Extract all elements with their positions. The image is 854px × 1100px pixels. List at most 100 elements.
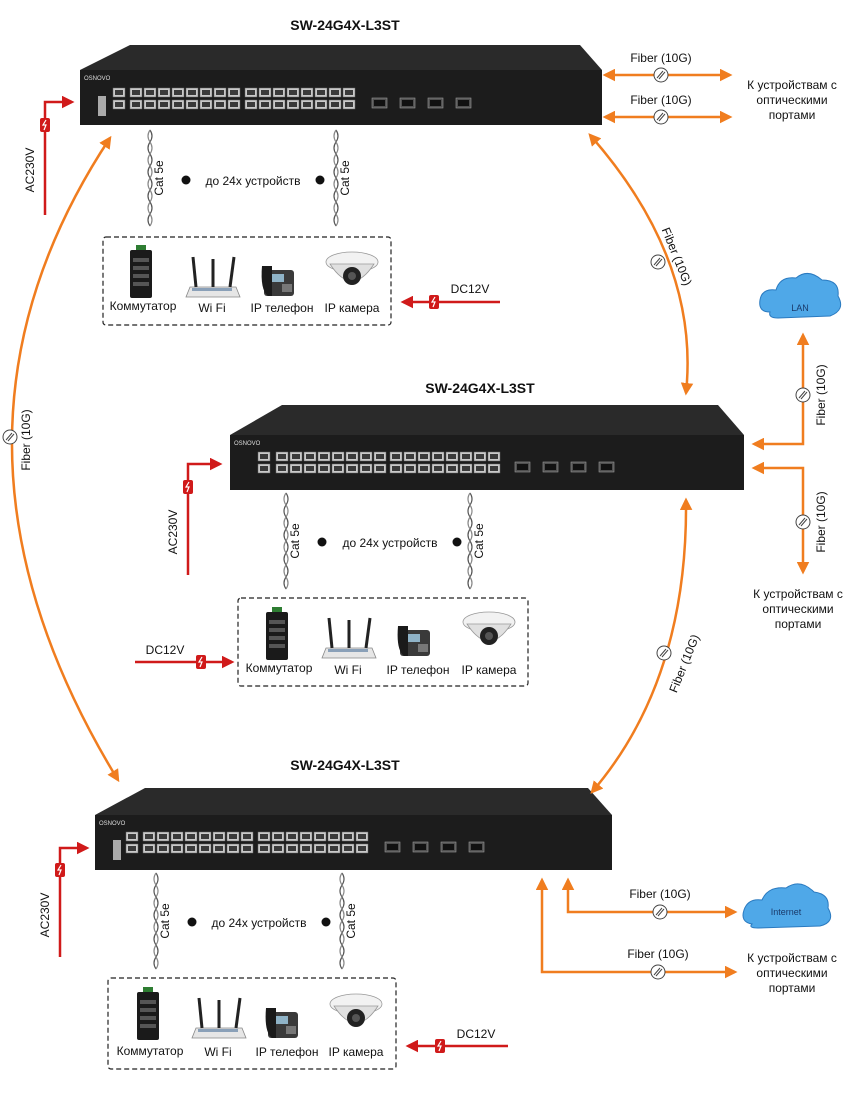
optical-devices-label-line2: оптическими — [762, 602, 833, 616]
power-icon — [195, 654, 207, 670]
switch-device-icon — [137, 987, 159, 1040]
lan-label: LAN — [791, 303, 809, 313]
devices-count-label: до 24х устройств — [343, 536, 438, 550]
device-label-phone: IP телефон — [387, 663, 450, 677]
device-label-camera: IP камера — [325, 301, 380, 315]
fiber-connector-icon — [650, 254, 666, 270]
switch-2: SW-24G4X-L3ST OSNOVO — [230, 380, 744, 490]
wifi-router-icon — [320, 616, 378, 660]
fiber-connector-icon — [653, 109, 669, 125]
fiber-label: Fiber (10G) — [627, 947, 688, 961]
ac-power-1: AC230V — [23, 95, 75, 215]
optical-devices-label-line2: оптическими — [756, 966, 827, 980]
device-label-switch: Коммутатор — [246, 661, 313, 675]
device-box-1: Коммутатор Wi Fi IP телефон IP камера — [102, 236, 392, 326]
ip-camera-icon — [325, 251, 379, 286]
dc-power-3: DC12V — [405, 1027, 508, 1054]
device-label-wifi: Wi Fi — [198, 301, 225, 315]
power-icon — [39, 117, 51, 133]
fiber-connector-icon — [795, 514, 811, 530]
cat-cables-3: Cat 5e Cat 5e до 24х устройств — [153, 872, 358, 970]
device-box-2: Коммутатор Wi Fi IP телефон IP камера — [237, 597, 529, 687]
cat-label: Cat 5e — [158, 903, 172, 939]
switch-3-body — [95, 815, 612, 870]
fiber-label-1-2: Fiber (10G) — [659, 225, 695, 287]
switch-3: SW-24G4X-L3ST OSNOVO — [95, 757, 612, 870]
device-label-wifi: Wi Fi — [334, 663, 361, 677]
cat-label: Cat 5e — [288, 523, 302, 559]
switch-3-usb — [113, 840, 121, 860]
optical-devices-label-line2: оптическими — [756, 93, 827, 107]
switch-1-usb — [98, 96, 106, 116]
fiber-label-2-3: Fiber (10G) — [666, 632, 702, 694]
power-icon — [54, 862, 66, 878]
wifi-router-icon — [190, 996, 248, 1040]
device-label-phone: IP телефон — [251, 301, 314, 315]
ac-power-3: AC230V — [38, 841, 90, 957]
switch-1-optical-links: Fiber (10G) Fiber (10G) К устройствам с … — [602, 51, 837, 125]
device-label-switch: Коммутатор — [110, 299, 177, 313]
device-label-camera: IP камера — [329, 1045, 384, 1059]
devices-count-label: до 24х устройств — [212, 916, 307, 930]
fiber-connector-icon — [2, 429, 18, 445]
switch-device-icon — [266, 607, 288, 660]
devices-count-label: до 24х устройств — [206, 174, 301, 188]
fiber-label: Fiber (10G) — [630, 93, 691, 107]
device-box-3: Коммутатор Wi Fi IP телефон IP камера — [107, 977, 397, 1070]
ac-power-2: AC230V — [166, 457, 223, 575]
switch-1-body — [80, 70, 602, 125]
device-label-wifi: Wi Fi — [204, 1045, 231, 1059]
optical-devices-label-line3: портами — [769, 981, 816, 995]
switch-1: SW-24G4X-L3ST OSNOVO — [80, 17, 602, 125]
switch-2-body — [230, 435, 744, 490]
fiber-link-1-2: Fiber (10G) — [588, 133, 695, 396]
switch-2-brand: OSNOVO — [234, 441, 261, 447]
fiber-connector-icon — [652, 904, 668, 920]
device-label-phone: IP телефон — [256, 1045, 319, 1059]
switch-2-title: SW-24G4X-L3ST — [425, 380, 535, 396]
ip-phone-icon — [265, 1008, 298, 1038]
optical-devices-label-line1: К устройствам с — [747, 78, 837, 92]
switch-2-optical-links: Fiber (10G) Fiber (10G) К устройствам с … — [751, 332, 843, 631]
power-icon — [428, 294, 440, 310]
switch-3-title: SW-24G4X-L3ST — [290, 757, 400, 773]
optical-devices-label-line3: портами — [775, 617, 822, 631]
fiber-label: Fiber (10G) — [630, 51, 691, 65]
fiber-connector-icon — [653, 67, 669, 83]
fiber-label: Fiber (10G) — [814, 491, 828, 552]
optical-devices-label-line3: портами — [769, 108, 816, 122]
lan-cloud-icon: LAN — [759, 273, 842, 319]
fiber-link-2-3: Fiber (10G) — [590, 497, 702, 794]
optical-devices-label-line1: К устройствам с — [753, 587, 843, 601]
ac-label: AC230V — [166, 510, 180, 555]
cat-cables-1: Cat 5e Cat 5e до 24х устройств — [147, 129, 352, 227]
fiber-label: Fiber (10G) — [814, 364, 828, 425]
dc-label: DC12V — [451, 282, 490, 296]
cat-cables-2: Cat 5e Cat 5e до 24х устройств — [283, 492, 486, 590]
fiber-link-1-3: Fiber (10G) — [2, 135, 120, 783]
power-icon — [434, 1038, 446, 1054]
switch-1-brand: OSNOVO — [84, 76, 111, 82]
cat-label: Cat 5e — [472, 523, 486, 559]
dc-label: DC12V — [457, 1027, 496, 1041]
fiber-label: Fiber (10G) — [629, 887, 690, 901]
cat-label: Cat 5e — [152, 160, 166, 196]
fiber-connector-icon — [650, 964, 666, 980]
fiber-label-1-3: Fiber (10G) — [19, 409, 33, 470]
ac-label: AC230V — [23, 148, 37, 193]
fiber-connector-icon — [795, 387, 811, 403]
switch-3-optical-links: Fiber (10G) Fiber (10G) К устройствам с … — [535, 877, 837, 995]
internet-cloud-icon: Internet — [742, 883, 832, 929]
ip-phone-icon — [261, 266, 294, 296]
fiber-connector-icon — [656, 645, 672, 661]
internet-label: Internet — [771, 907, 802, 917]
ip-camera-icon — [462, 611, 516, 646]
ip-phone-icon — [397, 626, 430, 656]
cat-label: Cat 5e — [344, 903, 358, 939]
dc-label: DC12V — [146, 643, 185, 657]
switch-1-title: SW-24G4X-L3ST — [290, 17, 400, 33]
ac-label: AC230V — [38, 893, 52, 938]
dc-power-2: DC12V — [135, 643, 235, 670]
switch-3-brand: OSNOVO — [99, 821, 126, 827]
